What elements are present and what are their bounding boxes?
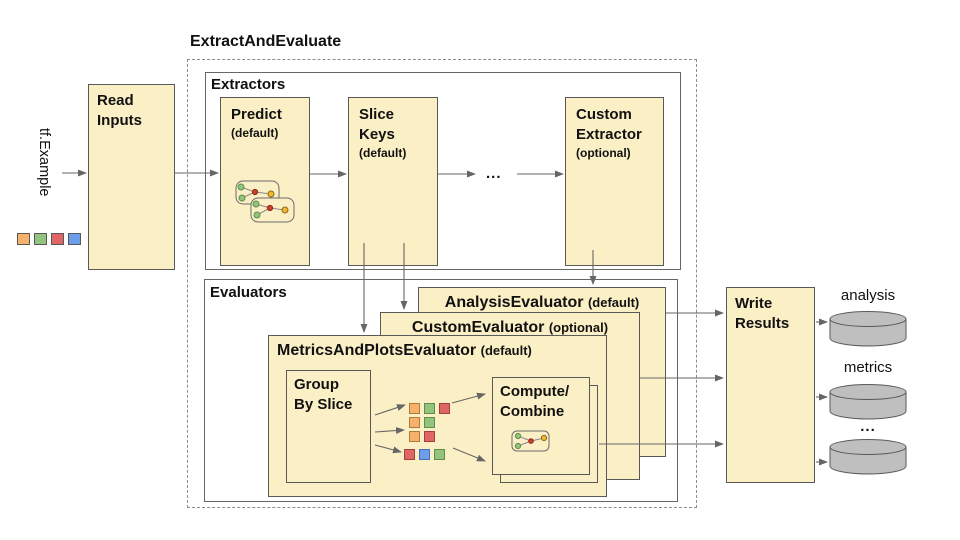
blue-square bbox=[419, 449, 430, 460]
read-inputs-box: Read Inputs bbox=[88, 84, 175, 270]
orange-square bbox=[409, 431, 420, 442]
slice-keys-qualifier: (default) bbox=[359, 145, 407, 160]
green-square bbox=[434, 449, 445, 460]
group-by-slice-box: Group By Slice bbox=[286, 370, 371, 483]
metrics-and-plots-evaluator-qualifier: (default) bbox=[480, 343, 532, 358]
custom-extractor-qualifier: (optional) bbox=[576, 145, 631, 160]
tf-example-label: tf.Example bbox=[36, 128, 52, 197]
custom-extractor-box: Custom Extractor (optional) bbox=[565, 97, 664, 266]
analysis-evaluator-title: AnalysisEvaluator bbox=[444, 294, 584, 311]
output-ellipsis-label: ... bbox=[860, 418, 876, 435]
slice-grid-row-1 bbox=[409, 403, 454, 414]
slice-keys-extractor-box: Slice Keys (default) bbox=[348, 97, 438, 266]
extract-and-evaluate-container bbox=[187, 59, 697, 508]
custom-evaluator-qualifier: (optional) bbox=[548, 320, 609, 335]
compute-combine-graph-icon bbox=[511, 430, 550, 452]
custom-extractor-title: Custom Extractor bbox=[576, 106, 642, 143]
extractors-ellipsis: ... bbox=[486, 165, 502, 182]
other-database-icon bbox=[829, 439, 907, 475]
red-square bbox=[404, 449, 415, 460]
slice-keys-title: Slice Keys bbox=[359, 106, 395, 143]
compute-combine-box: Compute/ Combine bbox=[492, 377, 590, 475]
output-metrics-label: metrics bbox=[843, 359, 893, 376]
group-by-slice-title: Group By Slice bbox=[294, 376, 353, 413]
red-square bbox=[51, 233, 64, 245]
diagram-title: ExtractAndEvaluate bbox=[190, 33, 342, 50]
evaluators-label: Evaluators bbox=[210, 284, 287, 301]
write-results-title: Write Results bbox=[735, 295, 790, 332]
predict-qualifier: (default) bbox=[231, 125, 279, 140]
blue-square bbox=[68, 233, 81, 245]
slice-grid-row-3 bbox=[409, 431, 439, 442]
predict-graph-icon bbox=[235, 180, 295, 223]
extractors-label: Extractors bbox=[211, 76, 286, 93]
green-square bbox=[424, 417, 435, 428]
compute-combine-title: Compute/ Combine bbox=[500, 383, 570, 420]
red-square bbox=[439, 403, 450, 414]
green-square bbox=[34, 233, 47, 245]
custom-evaluator-title: CustomEvaluator bbox=[411, 319, 545, 336]
read-inputs-title: Read Inputs bbox=[97, 92, 142, 129]
red-square bbox=[424, 431, 435, 442]
analysis-database-icon bbox=[829, 311, 907, 347]
output-analysis-label: analysis bbox=[840, 287, 896, 304]
metrics-and-plots-evaluator-title: MetricsAndPlotsEvaluator bbox=[277, 342, 477, 359]
green-square bbox=[424, 403, 435, 414]
slice-grid-row-2 bbox=[409, 417, 439, 428]
tf-example-squares bbox=[17, 233, 85, 245]
orange-square bbox=[409, 403, 420, 414]
orange-square bbox=[17, 233, 30, 245]
analysis-evaluator-qualifier: (default) bbox=[587, 295, 640, 310]
predict-title: Predict bbox=[231, 106, 282, 123]
metrics-database-icon bbox=[829, 384, 907, 420]
orange-square bbox=[409, 417, 420, 428]
predict-extractor-box: Predict (default) bbox=[220, 97, 310, 266]
write-results-box: Write Results bbox=[726, 287, 815, 483]
slice-grid-row-4 bbox=[404, 449, 449, 460]
